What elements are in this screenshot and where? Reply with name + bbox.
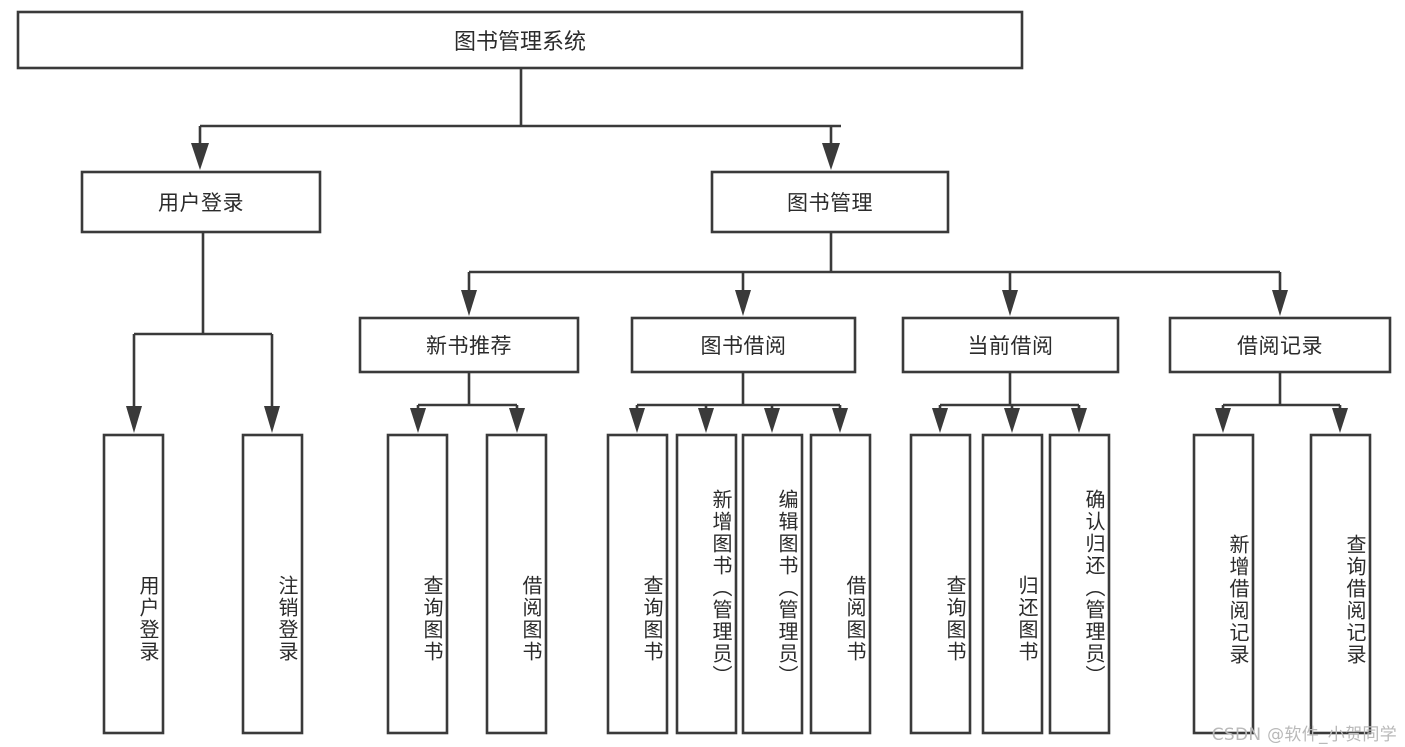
leaf-box-confirm-return-admin[interactable] <box>1048 433 1111 735</box>
arrowhead-query-book-rec <box>410 408 426 433</box>
node-box-book-management[interactable] <box>710 170 950 234</box>
leaf-box-edit-book-admin[interactable] <box>741 433 804 735</box>
arrowhead-query-book-borrow <box>629 408 645 433</box>
node-box-root[interactable] <box>16 10 1024 70</box>
leaf-box-query-book-current[interactable] <box>909 433 972 735</box>
leaf-box-return-book[interactable] <box>981 433 1044 735</box>
arrowhead-query-borrow-record <box>1332 408 1348 433</box>
arrowhead-return-book <box>1004 408 1020 433</box>
arrowhead-add-borrow-record <box>1215 408 1231 433</box>
arrowhead-book-management <box>822 143 840 170</box>
leaf-box-borrow-book[interactable] <box>809 433 872 735</box>
leaf-box-logout[interactable] <box>241 433 304 735</box>
arrowhead-user-login <box>191 143 209 170</box>
arrowhead-borrow-book <box>832 408 848 433</box>
arrowhead-current-borrow <box>1002 290 1018 316</box>
node-box-book-borrow[interactable] <box>630 316 857 374</box>
leaf-box-add-borrow-record[interactable] <box>1192 433 1255 735</box>
leaf-box-borrow-book-rec[interactable] <box>485 433 548 735</box>
watermark-csdn: CSDN @软件_小贺同学 <box>1211 725 1397 745</box>
arrowhead-add-book-admin <box>698 408 714 433</box>
arrowhead-borrow-book-rec <box>509 408 525 433</box>
arrowhead-book-borrow <box>735 290 751 316</box>
node-box-new-book-recommend[interactable] <box>358 316 580 374</box>
arrowhead-borrow-record <box>1272 290 1288 316</box>
leaf-box-query-book-rec[interactable] <box>386 433 449 735</box>
leaf-box-add-book-admin[interactable] <box>675 433 738 735</box>
leaf-box-user-login[interactable] <box>102 433 165 735</box>
node-box-current-borrow[interactable] <box>901 316 1120 374</box>
arrowhead-edit-book-admin <box>764 408 780 433</box>
arrowhead-leaf-logout <box>264 406 280 433</box>
arrowhead-leaf-user-login <box>126 406 142 433</box>
leaf-box-query-book-borrow[interactable] <box>606 433 669 735</box>
arrowhead-confirm-return-admin <box>1071 408 1087 433</box>
arrowhead-query-book-current <box>932 408 948 433</box>
node-box-borrow-record[interactable] <box>1168 316 1392 374</box>
node-box-user-login[interactable] <box>80 170 322 234</box>
leaf-box-query-borrow-record[interactable] <box>1309 433 1372 735</box>
arrowhead-new-book-recommend <box>461 290 477 316</box>
